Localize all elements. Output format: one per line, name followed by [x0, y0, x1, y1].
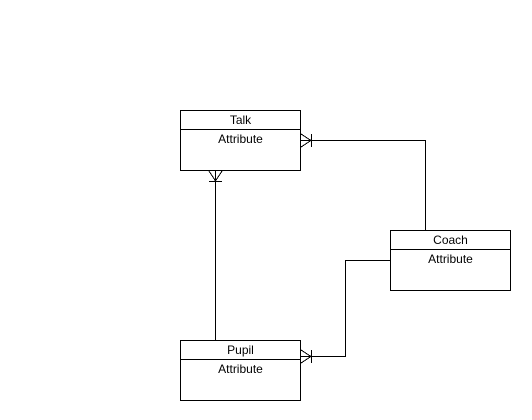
relationship-coach-talk[interactable] [300, 133, 426, 230]
connector-line [301, 140, 426, 230]
entity-title[interactable]: Talk [181, 111, 300, 130]
crows-foot-one-or-many-marker [300, 133, 312, 148]
entity-coach[interactable]: Coach Attribute [390, 230, 511, 291]
entity-talk[interactable]: Talk Attribute [180, 110, 301, 171]
entity-title[interactable]: Coach [391, 231, 510, 250]
entity-attribute[interactable]: Attribute [428, 252, 473, 266]
crows-foot-one-or-many-marker [300, 349, 312, 364]
entity-attribute[interactable]: Attribute [218, 362, 263, 376]
entity-title[interactable]: Pupil [181, 341, 300, 360]
relationship-pupil-talk[interactable] [208, 170, 223, 340]
connector-line [301, 260, 390, 357]
relationship-coach-pupil[interactable] [300, 260, 390, 364]
entity-attribute[interactable]: Attribute [218, 132, 263, 146]
crows-foot-one-or-many-marker [208, 170, 223, 182]
entity-pupil[interactable]: Pupil Attribute [180, 340, 301, 401]
